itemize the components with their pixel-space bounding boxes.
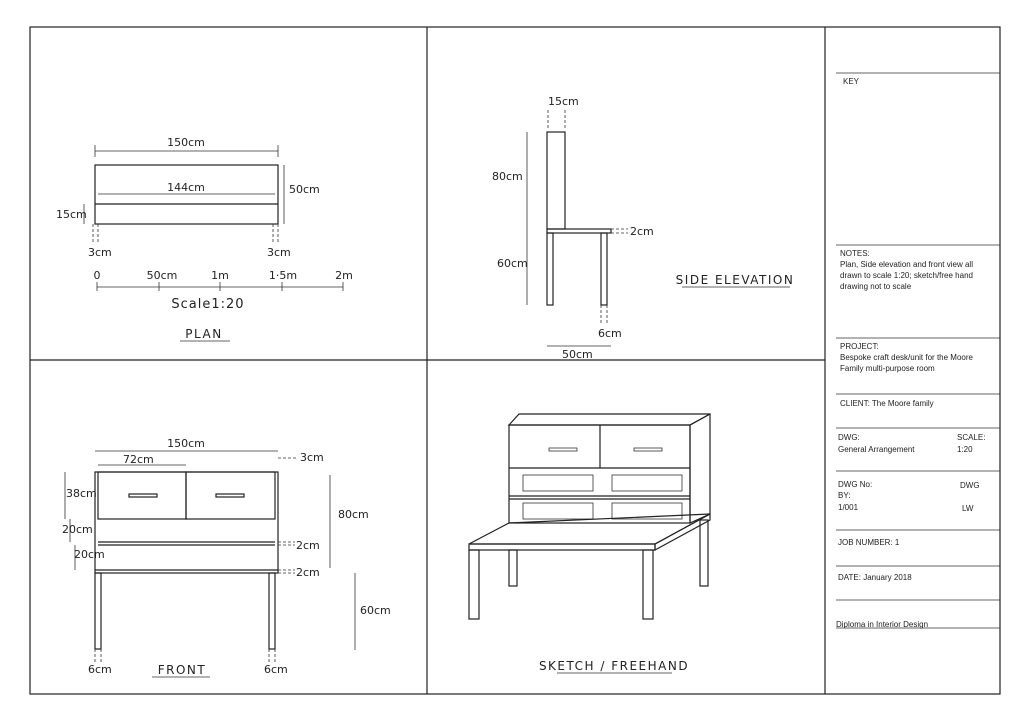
diploma-text: Diploma in Interior Design: [836, 620, 929, 629]
front-leg-r-label: 6cm: [264, 663, 288, 676]
by-value: LW: [962, 504, 974, 513]
side-leg-back: [546, 232, 554, 306]
scale-block-value: 1:20: [957, 445, 973, 454]
side-upper-label: 80cm: [492, 170, 523, 183]
scale-tick-3: 1·5m: [269, 269, 297, 282]
side-title: SIDE ELEVATION: [676, 273, 795, 287]
plan-inner-label: 144cm: [167, 181, 205, 194]
date-text: DATE: January 2018: [838, 573, 912, 582]
drawer-handle-right: [215, 493, 245, 498]
sketch-leg-1: [468, 549, 480, 620]
plan-width-label: 150cm: [167, 136, 205, 149]
front-leg-left: [94, 572, 102, 650]
front-shelf-label: 2cm: [296, 539, 320, 552]
front-lower-label: 60cm: [360, 604, 391, 617]
plan-desk-outline: [94, 164, 279, 225]
front-desk-label: 2cm: [296, 566, 320, 579]
scale-block-label: SCALE:: [957, 433, 986, 442]
job-number: JOB NUMBER: 1: [838, 538, 900, 547]
plan-view: 150cm 144cm 50cm 15cm 3cm 3cm 0 50cm 1m …: [56, 136, 353, 342]
sketch-leg-2: [642, 549, 654, 620]
front-width-label: 150cm: [167, 437, 205, 450]
sketch-view: SKETCH / FREEHAND: [468, 412, 711, 674]
sketch-basket-3: [522, 502, 594, 520]
side-top-label: 15cm: [548, 95, 579, 108]
scale-tick-1: 50cm: [147, 269, 178, 282]
front-gap1-label: 20cm: [62, 523, 93, 536]
scale-label: Scale1:20: [171, 297, 244, 312]
project-label: PROJECT:: [840, 342, 879, 351]
front-drawer-left: [97, 471, 187, 520]
sketch-top: [507, 413, 711, 426]
client-text: CLIENT: The Moore family: [840, 399, 934, 408]
front-gap2-label: 20cm: [74, 548, 105, 561]
side-desk-label: 2cm: [630, 225, 654, 238]
side-elevation-view: 15cm 80cm 60cm 2cm 6cm 50cm SIDE ELEVATI…: [492, 95, 795, 361]
front-upper-label: 80cm: [338, 508, 369, 521]
plan-shelf-label: 15cm: [56, 208, 87, 221]
plan-left-leg-label: 3cm: [88, 246, 112, 259]
plan-depth-label: 50cm: [289, 183, 320, 196]
side-desk-top: [546, 228, 612, 234]
title-block-grid: [836, 72, 1000, 629]
sketch-basket-4: [611, 502, 683, 520]
front-view: 150cm 72cm 3cm 38cm 20cm 20cm 2cm 2cm 80…: [62, 437, 391, 678]
notes-label: NOTES:: [840, 249, 870, 258]
project-text: Bespoke craft desk/unit for the Moore Fa…: [840, 353, 973, 373]
dwg2-label: DWG: [960, 481, 980, 490]
dwgno-value: 1/001: [838, 503, 859, 512]
front-drawer-right: [185, 471, 276, 520]
scale-tick-4: 2m: [335, 269, 353, 282]
front-drawer-h-label: 38cm: [66, 487, 97, 500]
dwg-value: General Arrangement: [838, 445, 915, 454]
front-title: FRONT: [158, 663, 207, 677]
sketch-basket-2: [611, 474, 683, 492]
dwg-label: DWG:: [838, 433, 860, 442]
plan-title: PLAN: [185, 327, 222, 341]
scale-tick-2: 1m: [211, 269, 229, 282]
scale-tick-0: 0: [94, 269, 101, 282]
by-label: BY:: [838, 491, 851, 500]
key-label: KEY: [843, 77, 860, 86]
dwgno-label: DWG No:: [838, 480, 873, 489]
front-leg-l-label: 6cm: [88, 663, 112, 676]
side-leg-label: 6cm: [598, 327, 622, 340]
plan-right-leg-label: 3cm: [267, 246, 291, 259]
side-lower-label: 60cm: [497, 257, 528, 270]
front-leg-right: [268, 572, 276, 650]
sketch-basket-1: [522, 474, 594, 492]
side-leg-front: [600, 232, 608, 306]
side-upright: [546, 131, 566, 230]
notes-text: Plan, Side elevation and front view all …: [840, 260, 973, 291]
sketch-title: SKETCH / FREEHAND: [539, 659, 689, 673]
front-side-label: 3cm: [300, 451, 324, 464]
drawer-handle-left: [128, 493, 158, 498]
front-drawer-label: 72cm: [123, 453, 154, 466]
side-width-label: 50cm: [562, 348, 593, 361]
